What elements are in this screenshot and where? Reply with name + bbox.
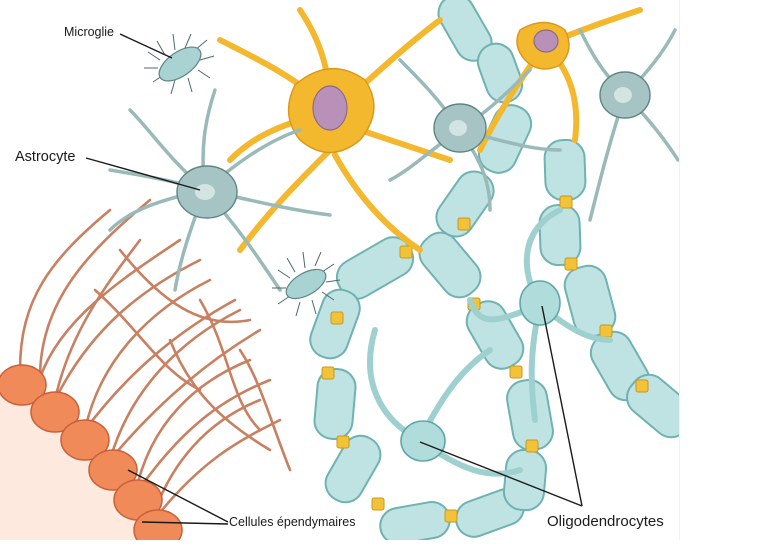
leader-lines (85, 33, 583, 525)
frame-divider (679, 0, 680, 540)
label-cellules-ependymaires: Cellules épendymaires (229, 515, 356, 529)
ependymal-cells (0, 364, 183, 540)
neuron-bodies (287, 21, 570, 154)
microglia (144, 33, 341, 317)
oligodendrocyte-bodies (400, 280, 561, 462)
label-microglie: Microglie (64, 25, 115, 39)
label-astrocyte: Astrocyte (15, 149, 76, 165)
label-oligodendrocytes: Oligodendrocytes (547, 513, 664, 530)
nodes-of-ranvier (321, 195, 649, 523)
neuron-nucleus (312, 85, 348, 131)
